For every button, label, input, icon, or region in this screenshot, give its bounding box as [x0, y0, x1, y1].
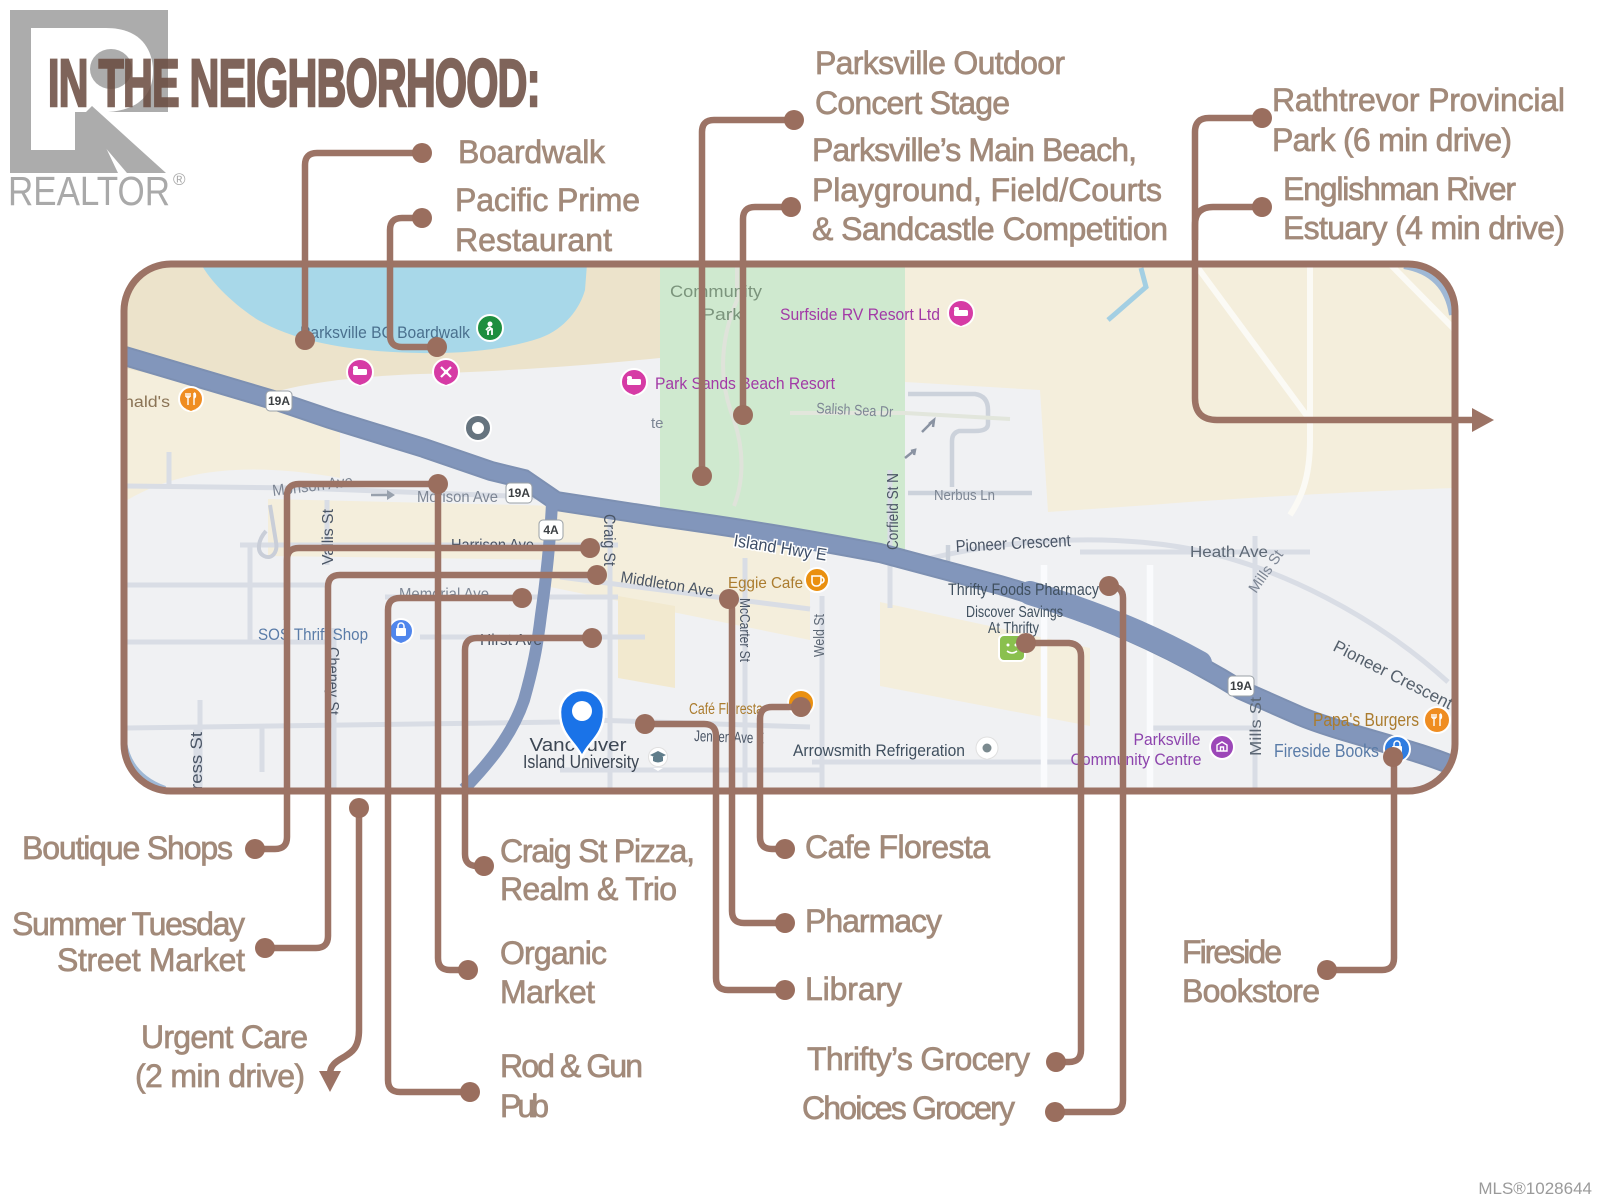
svg-text:nald's: nald's: [124, 394, 170, 411]
svg-text:Boutique Shops: Boutique Shops: [22, 830, 233, 866]
svg-text:Boardwalk: Boardwalk: [458, 134, 606, 170]
svg-text:®: ®: [173, 170, 186, 189]
svg-text:McCarter St: McCarter St: [736, 598, 753, 663]
svg-text:Papa's Burgers: Papa's Burgers: [1313, 710, 1419, 730]
svg-text:Market: Market: [500, 974, 595, 1010]
svg-text:Park: Park: [702, 305, 743, 324]
svg-text:Nerbus Ln: Nerbus Ln: [934, 487, 995, 504]
svg-text:Summer Tuesday: Summer Tuesday: [12, 906, 245, 942]
svg-text:Choices Grocery: Choices Grocery: [802, 1090, 1015, 1126]
svg-text:Discover Savings: Discover Savings: [966, 604, 1063, 621]
svg-text:Morison Ave: Morison Ave: [417, 489, 498, 506]
svg-text:Craig St Pizza,: Craig St Pizza,: [500, 833, 695, 869]
svg-text:19A: 19A: [1230, 679, 1252, 693]
svg-text:Heath Ave: Heath Ave: [1190, 544, 1268, 561]
svg-text:4A: 4A: [543, 523, 559, 537]
svg-text:Pharmacy: Pharmacy: [805, 903, 942, 939]
svg-text:At Thrifty: At Thrifty: [988, 620, 1039, 637]
svg-text:Community Centre: Community Centre: [1071, 750, 1202, 769]
svg-text:Eggie Cafe: Eggie Cafe: [728, 575, 803, 592]
svg-text:Salish Sea Dr: Salish Sea Dr: [816, 400, 894, 421]
svg-text:Englishman River: Englishman River: [1283, 171, 1516, 207]
svg-text:(2 min drive): (2 min drive): [135, 1058, 305, 1094]
svg-text:te: te: [651, 415, 664, 432]
svg-text:Mills St: Mills St: [1248, 696, 1265, 756]
svg-text:Pacific Prime: Pacific Prime: [455, 182, 640, 218]
svg-text:Bookstore: Bookstore: [1182, 973, 1320, 1009]
svg-text:Concert Stage: Concert Stage: [815, 85, 1010, 121]
svg-text:Parksville: Parksville: [1134, 730, 1201, 749]
svg-text:Pub: Pub: [500, 1088, 549, 1124]
svg-text:ress St: ress St: [187, 732, 206, 790]
svg-text:Community: Community: [670, 282, 763, 301]
svg-text:Urgent Care: Urgent Care: [141, 1019, 308, 1055]
svg-text:Rod & Gun: Rod & Gun: [500, 1048, 643, 1084]
svg-text:19A: 19A: [268, 394, 290, 408]
svg-text:Surfside RV Resort Ltd: Surfside RV Resort Ltd: [780, 306, 940, 324]
svg-text:Library: Library: [805, 971, 902, 1007]
svg-text:19A: 19A: [508, 486, 530, 500]
svg-text:Parksville’s Main Beach,: Parksville’s Main Beach,: [812, 132, 1137, 168]
svg-text:REALTOR: REALTOR: [8, 168, 170, 214]
svg-text:Parksville Outdoor: Parksville Outdoor: [815, 45, 1065, 81]
svg-text:Arrowsmith Refrigeration: Arrowsmith Refrigeration: [793, 742, 965, 760]
svg-text:IN THE NEIGHBORHOOD:: IN THE NEIGHBORHOOD:: [48, 46, 540, 121]
svg-text:Realm & Trio: Realm & Trio: [500, 871, 677, 907]
svg-text:Island University: Island University: [523, 752, 639, 772]
svg-text:Café Floresta: Café Floresta: [689, 701, 763, 718]
svg-text:Estuary (4 min drive): Estuary (4 min drive): [1283, 210, 1565, 246]
svg-text:Corfield St N: Corfield St N: [885, 473, 902, 550]
svg-text:Park (6 min drive): Park (6 min drive): [1272, 122, 1512, 158]
svg-text:Vallis St: Vallis St: [320, 508, 337, 565]
svg-text:Thrifty Foods Pharmacy: Thrifty Foods Pharmacy: [948, 581, 1100, 599]
svg-text:Fireside: Fireside: [1182, 934, 1282, 970]
svg-text:Playground, Field/Courts: Playground, Field/Courts: [812, 172, 1162, 208]
svg-text:Parksville BC Boardwalk: Parksville BC Boardwalk: [300, 323, 470, 342]
svg-text:Street Market: Street Market: [57, 942, 245, 978]
svg-text:& Sandcastle Competition: & Sandcastle Competition: [812, 211, 1168, 247]
svg-text:MLS®1028644: MLS®1028644: [1478, 1179, 1592, 1198]
svg-text:Organic: Organic: [500, 935, 607, 971]
svg-text:SOS Thrift Shop: SOS Thrift Shop: [258, 625, 368, 644]
svg-text:Cafe Floresta: Cafe Floresta: [805, 829, 990, 865]
svg-text:Thrifty’s Grocery: Thrifty’s Grocery: [807, 1041, 1030, 1077]
svg-text:Craig St: Craig St: [600, 514, 618, 566]
svg-text:Restaurant: Restaurant: [455, 222, 612, 258]
svg-text:Weld St: Weld St: [812, 614, 828, 657]
svg-text:Rathtrevor Provincial: Rathtrevor Provincial: [1272, 82, 1565, 118]
svg-text:Fireside Books: Fireside Books: [1274, 741, 1379, 761]
